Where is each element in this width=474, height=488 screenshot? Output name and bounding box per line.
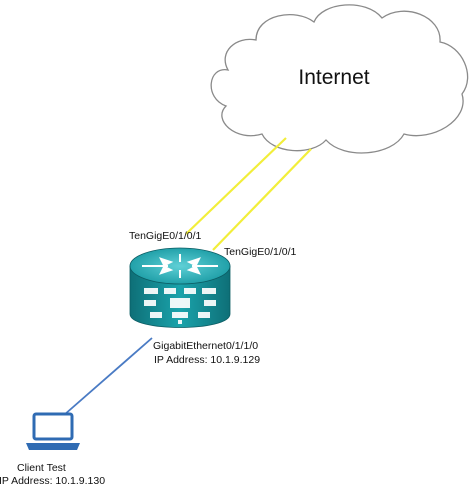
laptop-icon	[26, 412, 80, 450]
router-top	[129, 247, 231, 285]
uplink-line-left	[185, 137, 287, 235]
router-arrows-icon	[142, 254, 218, 278]
cloud-shape	[210, 4, 469, 154]
uplink-right-label: TenGigE0/1/0/1	[224, 246, 297, 258]
cloud-label: Internet	[298, 66, 369, 89]
router-front-icon	[144, 288, 216, 324]
uplink-left-label: TenGigE0/1/0/1	[129, 230, 202, 242]
uplink-line-right	[212, 148, 312, 251]
client-ip-label: IP Address: 10.1.9.130	[0, 475, 105, 487]
downlink-interface-label: GigabitEthernet0/1/1/0	[153, 340, 258, 352]
internet-cloud: Internet	[210, 4, 469, 154]
uplink-connections	[185, 137, 312, 251]
downlink-ip-label: IP Address: 10.1.9.129	[154, 354, 260, 366]
router	[129, 247, 231, 328]
downlink-line	[63, 337, 153, 416]
client-name-label: Client Test	[17, 462, 66, 474]
